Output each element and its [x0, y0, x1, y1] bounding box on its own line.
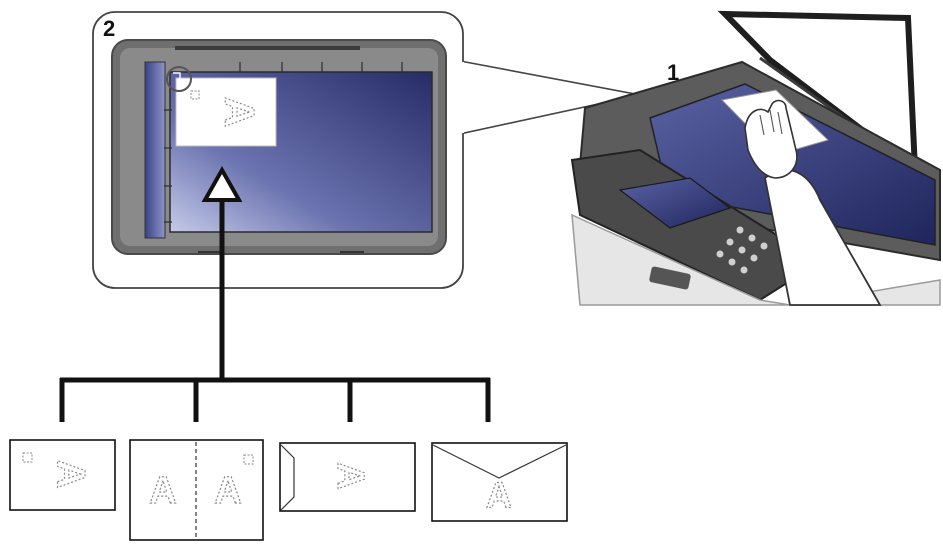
tray-handle [649, 266, 691, 290]
original-book: A A [129, 439, 264, 541]
svg-text:A: A [216, 97, 263, 127]
original-landscape: A [9, 439, 116, 511]
svg-text:A: A [329, 462, 371, 489]
corner-marker-circle [166, 66, 192, 92]
svg-text:A: A [48, 460, 92, 489]
scanner-illustration [570, 10, 941, 306]
connector-tree [59, 377, 491, 422]
corner-arrow-icon [173, 72, 181, 80]
arrow-up-icon [201, 165, 243, 380]
original-document [175, 77, 277, 147]
original-envelope-side: A [279, 442, 416, 512]
original-letter: A [215, 96, 263, 128]
svg-text:A: A [214, 470, 241, 512]
hand-icon [744, 99, 798, 179]
svg-text:A: A [149, 470, 176, 512]
keypad [716, 226, 768, 274]
ruler-bar [175, 46, 360, 50]
dashed-square-icon [190, 90, 200, 100]
scan-strip [144, 61, 166, 239]
step-1-label: 1 [667, 60, 680, 85]
touch-screen [618, 177, 732, 229]
svg-text:A: A [486, 475, 512, 516]
ruler-ticks-top [239, 62, 403, 72]
dashed-square-icon [22, 452, 33, 463]
dashed-square-icon [243, 454, 254, 465]
ruler-ticks-left [164, 109, 172, 223]
zoom-callout: A [92, 11, 641, 289]
step-2-label: 2 [103, 16, 116, 41]
original-envelope-flap: A [431, 442, 568, 522]
